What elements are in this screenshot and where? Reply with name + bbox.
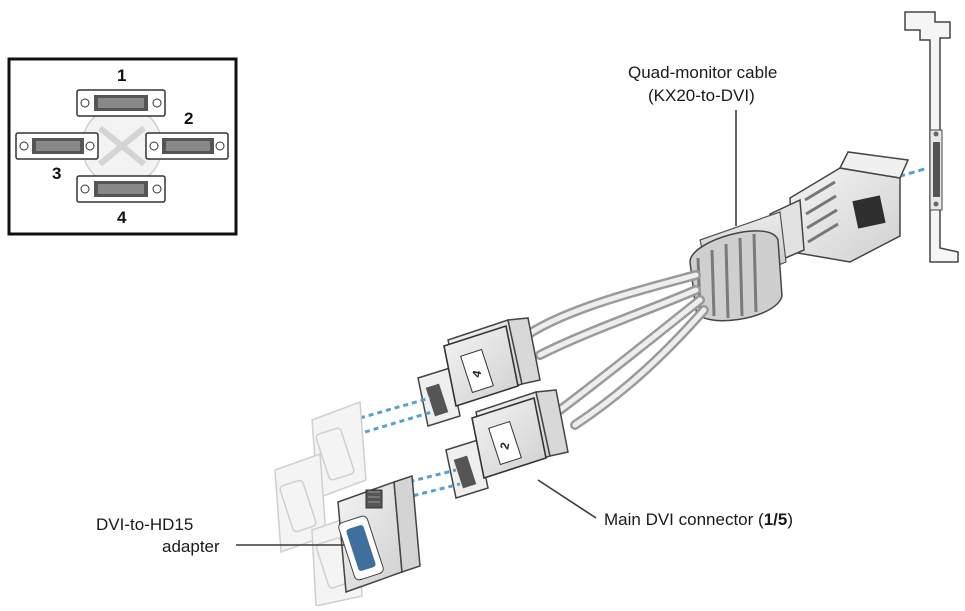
port-layout-inset	[7, 57, 238, 236]
plug-to-port-link	[879, 166, 929, 184]
dvi-connector-lower-front: 2	[471, 396, 547, 480]
dvi-to-hd15-label: DVI-to-HD15	[96, 515, 194, 534]
connector-mark-4: 4	[469, 369, 484, 379]
main-dvi-close-paren: )	[787, 510, 793, 529]
connector-mark-2: 2	[497, 441, 512, 451]
dvi-to-hd15-adapter	[337, 474, 421, 594]
inset-number-1: 1	[117, 66, 127, 85]
main-dvi-connector-label: Main DVI connector (1/5)	[604, 509, 793, 531]
inset-number-4: 4	[117, 208, 127, 227]
quad-monitor-cable-label: Quad-monitor cable	[628, 63, 778, 82]
inset-number-3: 3	[52, 164, 62, 183]
pci-bracket	[904, 11, 959, 263]
inset-port-2	[145, 132, 229, 160]
adapter-label: adapter	[162, 537, 220, 556]
kx20-to-dvi-label: (KX20-to-DVI)	[648, 86, 755, 105]
inset-port-4	[76, 175, 166, 203]
ferrite-core	[689, 230, 783, 322]
main-dvi-leader	[537, 479, 597, 519]
inset-port-1	[76, 89, 166, 117]
inset-port-3	[15, 132, 99, 160]
inset-number-2: 2	[184, 109, 194, 128]
leader-lines	[236, 110, 737, 546]
main-dvi-text: Main DVI connector (	[604, 510, 764, 529]
dvi-connector-upper-front: 4	[443, 324, 519, 408]
main-dvi-port-number: 1/5	[763, 510, 788, 529]
kx20-plug	[769, 151, 910, 264]
